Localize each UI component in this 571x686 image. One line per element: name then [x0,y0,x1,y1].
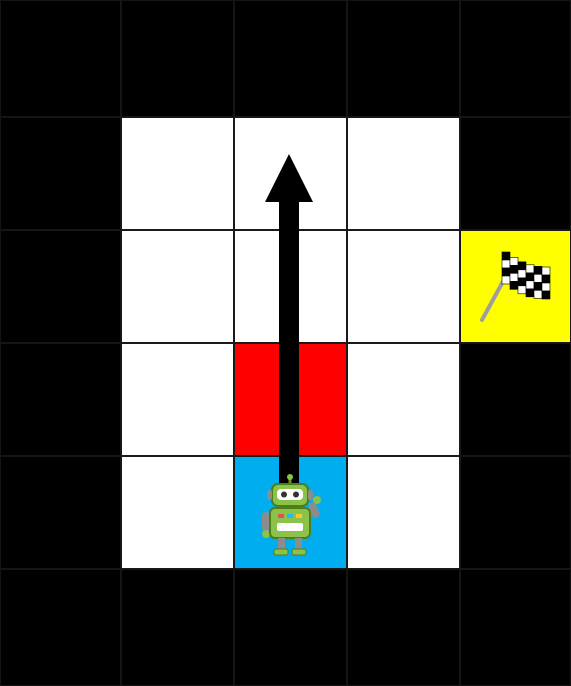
flag-check [518,270,526,278]
grid-cell-floor [347,456,460,569]
flag-check [502,252,510,260]
flag-check [502,268,510,276]
grid-cell-wall [0,343,121,456]
grid-cell-floor [121,343,234,456]
grid-cell-wall [460,343,571,456]
grid-cell-wall [460,117,571,230]
flag-check [542,267,550,275]
grid-cell-wall [234,569,347,686]
grid-cell-floor [121,230,234,343]
grid-cell-floor [234,230,347,343]
flag-check [518,262,526,270]
flag-check [518,278,526,286]
flag-check [542,291,550,299]
grid-cell-wall [460,0,571,117]
flag-check [502,260,510,268]
flag-check [526,289,534,297]
grid-cell-wall [0,230,121,343]
flag-check [526,265,534,273]
grid-cell-floor [234,117,347,230]
grid-cell-wall [0,456,121,569]
grid-cell-wall [460,569,571,686]
flag-check [526,273,534,281]
flag-check [510,257,518,265]
flag-check [542,283,550,291]
flag-check [518,286,526,294]
flag-check [510,265,518,273]
flag-check [510,281,518,289]
flag-check [534,266,542,274]
grid-cell-wall [121,0,234,117]
flag-check [534,282,542,290]
grid-cell-floor [121,456,234,569]
robot-icon [258,474,322,556]
flag-check [502,276,510,284]
grid-cell-wall [0,117,121,230]
grid-cell-wall [0,569,121,686]
flag-check [542,275,550,283]
checkered-flag-icon [472,246,562,326]
grid-cell-wall [460,456,571,569]
grid-cell-floor [347,117,460,230]
flag-check [526,281,534,289]
grid-cell-wall [0,0,121,117]
flag-check [534,290,542,298]
grid-cell-hazard [234,343,347,456]
grid-cell-wall [234,0,347,117]
grid-cell-floor [347,230,460,343]
grid-cell-wall [347,0,460,117]
grid-cell-wall [121,569,234,686]
flag-check [510,273,518,281]
grid-cell-floor [347,343,460,456]
flag-check [534,274,542,282]
grid-cell-floor [121,117,234,230]
grid-cell-wall [347,569,460,686]
